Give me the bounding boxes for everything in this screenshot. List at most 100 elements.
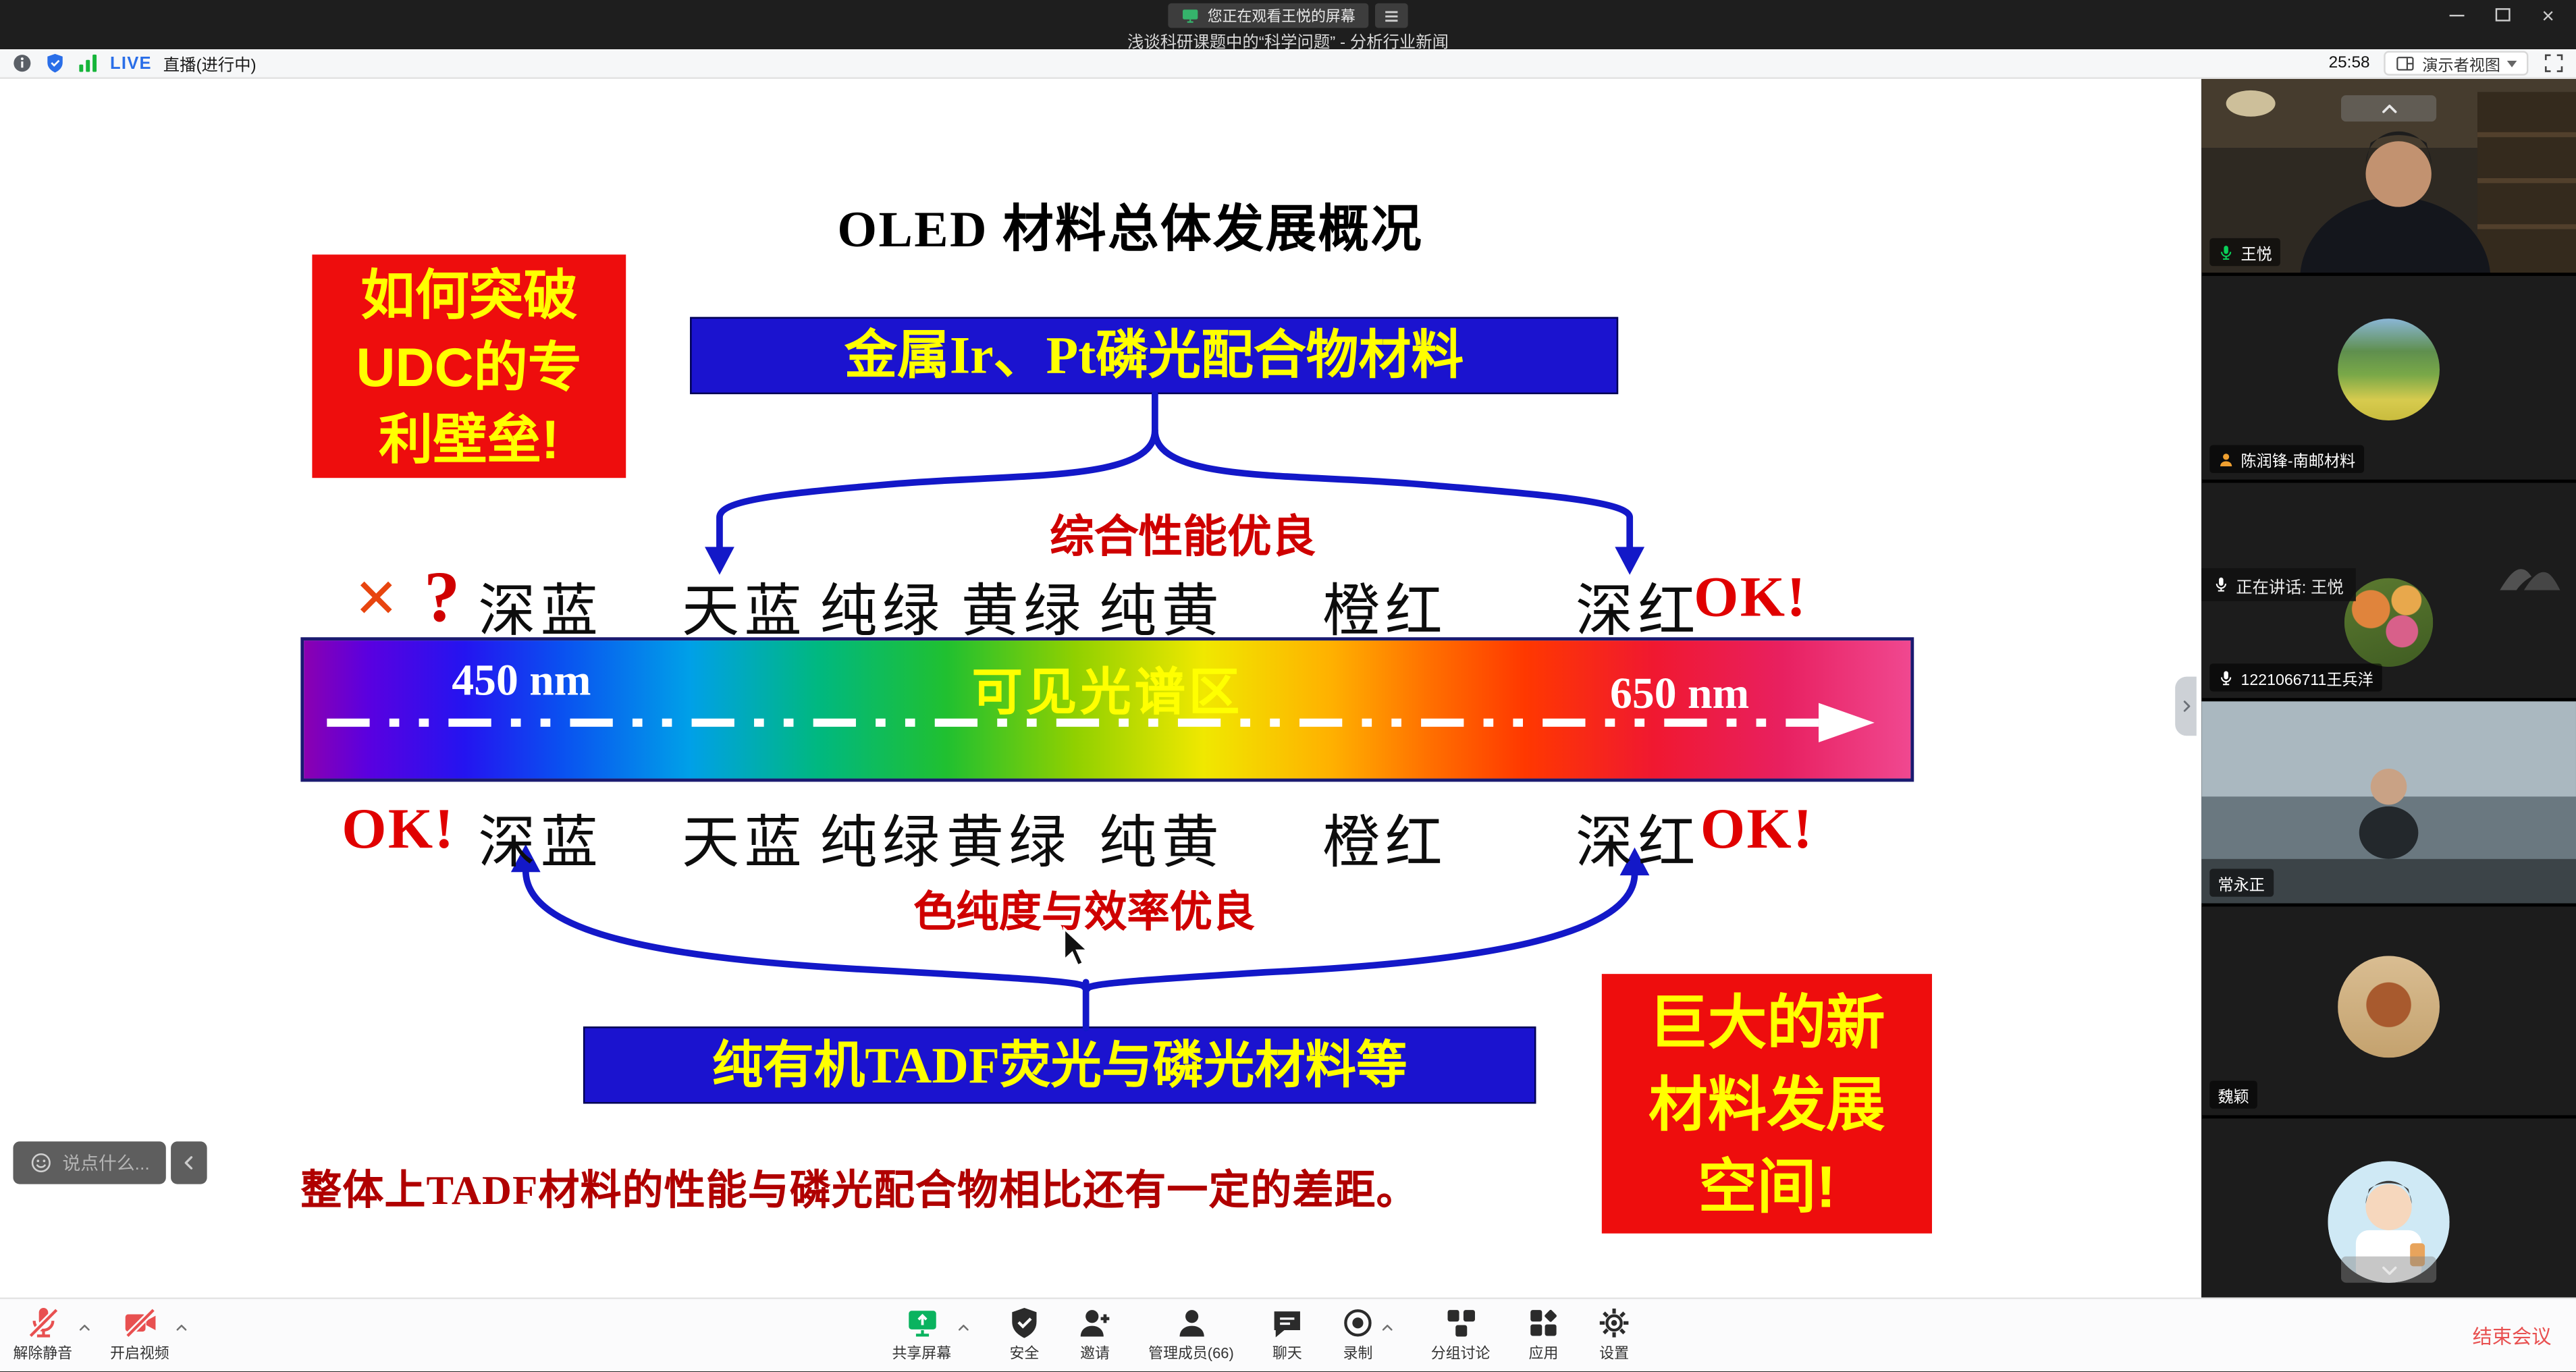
- record-label: 录制: [1343, 1345, 1373, 1362]
- breakout-icon: [1443, 1306, 1478, 1340]
- settings-label: 设置: [1599, 1345, 1630, 1362]
- share-options-caret[interactable]: [956, 1314, 971, 1344]
- callout-line: 利壁垒!: [378, 408, 560, 470]
- camera-off-icon: [124, 1307, 155, 1338]
- avatar: [2338, 956, 2440, 1058]
- maximize-icon: [2494, 8, 2510, 22]
- breakout-rooms-button[interactable]: 分组讨论: [1431, 1306, 1490, 1363]
- minimize-button[interactable]: [2438, 0, 2475, 30]
- chevron-right-icon: [2178, 698, 2194, 714]
- watching-screen-text: 您正在观看王悦的屏幕: [1207, 8, 1356, 25]
- invite-button[interactable]: 邀请: [1078, 1306, 1112, 1363]
- record-options-caret[interactable]: [1380, 1314, 1395, 1344]
- view-mode-button[interactable]: 演示者视图: [2384, 51, 2529, 76]
- callout-line: 材料发展: [1648, 1070, 1885, 1138]
- gear-icon: [1597, 1306, 1632, 1340]
- chevron-up-icon: [77, 1321, 92, 1336]
- manage-members-button[interactable]: 管理成员(66): [1148, 1306, 1234, 1363]
- color-label: 黄绿: [946, 811, 1071, 876]
- settings-button[interactable]: 设置: [1597, 1306, 1632, 1363]
- visible-spectrum-bar: 450 nm 可见光谱区 650 nm: [300, 637, 1914, 782]
- callout-line: 如何突破: [360, 264, 578, 325]
- end-meeting-button[interactable]: 结束会议: [2472, 1325, 2552, 1349]
- screen-share-icon: [1181, 7, 1200, 25]
- mic-icon: [2213, 576, 2229, 593]
- color-label: 纯黄: [1099, 580, 1225, 644]
- meeting-timer: 25:58: [2328, 54, 2370, 73]
- shield-icon: [1007, 1306, 1042, 1340]
- chat-icon: [1270, 1306, 1304, 1340]
- color-label: 深红: [1575, 811, 1700, 876]
- color-label: 橙红: [1322, 811, 1448, 876]
- meeting-statusbar: LIVE 直播(进行中) 25:58 演示者视图: [0, 49, 2576, 79]
- chat-button[interactable]: 聊天: [1270, 1306, 1304, 1363]
- chevron-up-icon: [1380, 1321, 1395, 1336]
- avatar: [2344, 578, 2434, 667]
- close-button[interactable]: ×: [2542, 2, 2554, 28]
- invite-icon: [1078, 1306, 1112, 1340]
- ok-mark: OK!: [342, 796, 456, 861]
- security-shield-icon[interactable]: [45, 53, 66, 74]
- app-watermark-logo: [2494, 558, 2566, 597]
- panel-scroll-up-button[interactable]: [2340, 95, 2437, 122]
- mic-options-caret[interactable]: [77, 1314, 92, 1344]
- avatar: [2328, 1161, 2450, 1283]
- chat-collapse-button[interactable]: [171, 1141, 208, 1184]
- security-label: 安全: [1009, 1345, 1040, 1362]
- meeting-control-bar: 解除静音 开启视频 共享屏幕: [0, 1297, 2576, 1372]
- security-button[interactable]: 安全: [1007, 1306, 1042, 1363]
- color-label: 天蓝: [681, 811, 807, 876]
- members-icon: [1174, 1306, 1208, 1340]
- start-video-label: 开启视频: [110, 1345, 169, 1362]
- apps-button[interactable]: 应用: [1526, 1306, 1561, 1363]
- participant-name-chip: 魏颖: [2209, 1080, 2257, 1109]
- slide-banner-phosphorescent: 金属Ir、Pt磷光配合物材料: [690, 317, 1619, 395]
- participant-tile-wangyue[interactable]: 王悦: [2201, 78, 2576, 273]
- unmute-button[interactable]: 解除静音: [13, 1306, 72, 1363]
- share-screen-icon: [905, 1306, 939, 1340]
- maximize-button[interactable]: [2484, 0, 2521, 30]
- info-icon[interactable]: [11, 53, 33, 74]
- spectrum-450nm-label: 450 nm: [452, 655, 591, 705]
- participants-panel: 王悦 陈润锋-南邮材料 正在讲话: 王悦 1221066711王兵洋: [2201, 78, 2576, 1298]
- color-label: 橙红: [1322, 580, 1448, 644]
- panel-scroll-down-button[interactable]: [2340, 1256, 2437, 1283]
- fullscreen-icon[interactable]: [2543, 53, 2565, 74]
- brace-label-performance: 综合性能优良: [1050, 512, 1316, 562]
- color-labels-bottom-row: OK! 深蓝 天蓝 纯绿 黄绿 纯黄 橙红 深红 OK!: [0, 796, 2201, 875]
- callout-line: 巨大的新: [1648, 989, 1885, 1056]
- participant-tile-changyongzheng[interactable]: 常永正: [2201, 701, 2576, 904]
- banner-menu-button[interactable]: [1374, 3, 1408, 28]
- start-video-button[interactable]: 开启视频: [110, 1306, 169, 1363]
- chevron-up-icon: [2378, 98, 2400, 119]
- participant-name-chip: 1221066711王兵洋: [2209, 663, 2382, 692]
- question-mark: ?: [423, 557, 465, 638]
- apps-label: 应用: [1528, 1345, 1559, 1362]
- chat-input[interactable]: 说点什么...: [13, 1141, 167, 1184]
- network-signal-icon[interactable]: [77, 53, 99, 74]
- minimize-icon: [2448, 13, 2464, 16]
- quick-chat-overlay: 说点什么...: [13, 1141, 208, 1184]
- invite-label: 邀请: [1080, 1345, 1110, 1362]
- participant-tile-partial[interactable]: [2201, 1118, 2576, 1298]
- participant-name: 常永正: [2218, 876, 2265, 895]
- participant-name: 陈润锋-南邮材料: [2240, 452, 2356, 471]
- video-options-caret[interactable]: [174, 1314, 189, 1344]
- callout-line: 空间!: [1698, 1153, 1836, 1221]
- slide-title: OLED 材料总体发展概况: [837, 200, 1424, 258]
- cross-mark: ×: [354, 555, 403, 639]
- mic-muted-icon: [27, 1306, 58, 1338]
- emoji-icon[interactable]: [30, 1151, 53, 1174]
- live-badge: LIVE: [110, 53, 152, 74]
- participant-tile-wangbingyang[interactable]: 正在讲话: 王悦 1221066711王兵洋: [2201, 483, 2576, 698]
- mic-on-icon: [2218, 244, 2234, 260]
- share-screen-button[interactable]: 共享屏幕: [892, 1306, 951, 1363]
- participant-tile-chenrunfeng[interactable]: 陈润锋-南邮材料: [2201, 275, 2576, 480]
- apps-icon: [1526, 1306, 1561, 1340]
- participant-tile-weiying[interactable]: 魏颖: [2201, 906, 2576, 1116]
- record-button[interactable]: 录制: [1341, 1306, 1375, 1363]
- color-label: 纯绿: [820, 811, 945, 876]
- sidebar-collapse-handle[interactable]: [2175, 676, 2197, 736]
- slide-callout-udc: 如何突破 UDC的专 利壁垒!: [312, 254, 626, 478]
